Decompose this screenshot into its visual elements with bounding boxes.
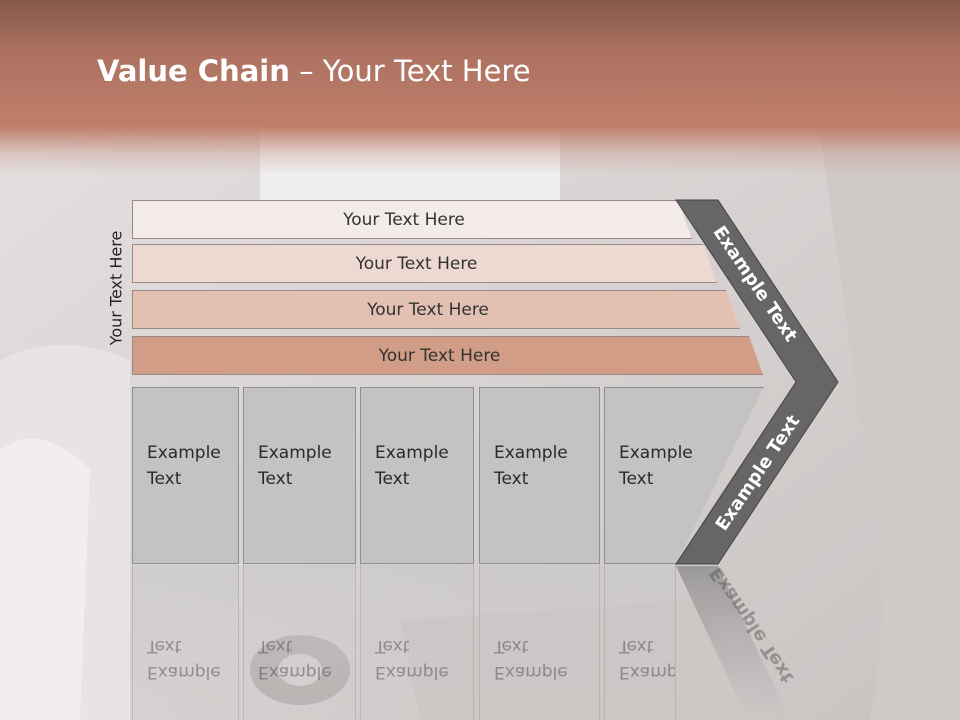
column-1-reflection-text: Example Text [147, 636, 221, 682]
column-3-reflection: Example Text [360, 565, 474, 720]
header-band [0, 0, 960, 175]
band-4[interactable]: Your Text Here [132, 336, 763, 375]
column-2-label: Example Text [258, 443, 332, 489]
band-2[interactable]: Your Text Here [132, 244, 717, 283]
column-5-reflection-text: Example Text [619, 636, 676, 682]
side-label: Your Text Here [106, 230, 126, 346]
column-4-reflection-text: Example Text [494, 636, 568, 682]
column-2[interactable]: Example Text [243, 387, 356, 564]
band-1-label: Your Text Here [343, 209, 465, 230]
band-4-label: Your Text Here [378, 345, 501, 366]
column-1-reflection: Example Text [132, 565, 239, 720]
band-3-label: Your Text Here [367, 299, 489, 320]
column-1-label: Example Text [147, 443, 221, 489]
column-5-label: Example Text [619, 443, 693, 489]
column-3[interactable]: Example Text [360, 387, 474, 564]
column-4-label: Example Text [494, 443, 568, 489]
column-4-reflection: Example Text [479, 565, 600, 720]
column-3-reflection-text: Example Text [375, 636, 449, 682]
column-2-reflection: Example Text [243, 565, 356, 720]
band-2-label: Your Text Here [355, 253, 478, 274]
column-5-reflection: Example Text [604, 565, 676, 720]
column-2-reflection-text: Example Text [258, 636, 332, 682]
title-rest: – Your Text Here [289, 54, 531, 88]
column-4[interactable]: Example Text [479, 387, 600, 564]
column-3-label: Example Text [375, 443, 449, 489]
band-1[interactable]: Your Text Here [132, 200, 692, 239]
band-3[interactable]: Your Text Here [132, 290, 740, 329]
column-1[interactable]: Example Text [132, 387, 239, 564]
title-bold: Value Chain [97, 54, 290, 88]
slide-title: Value Chain – Your Text Here [97, 54, 531, 88]
